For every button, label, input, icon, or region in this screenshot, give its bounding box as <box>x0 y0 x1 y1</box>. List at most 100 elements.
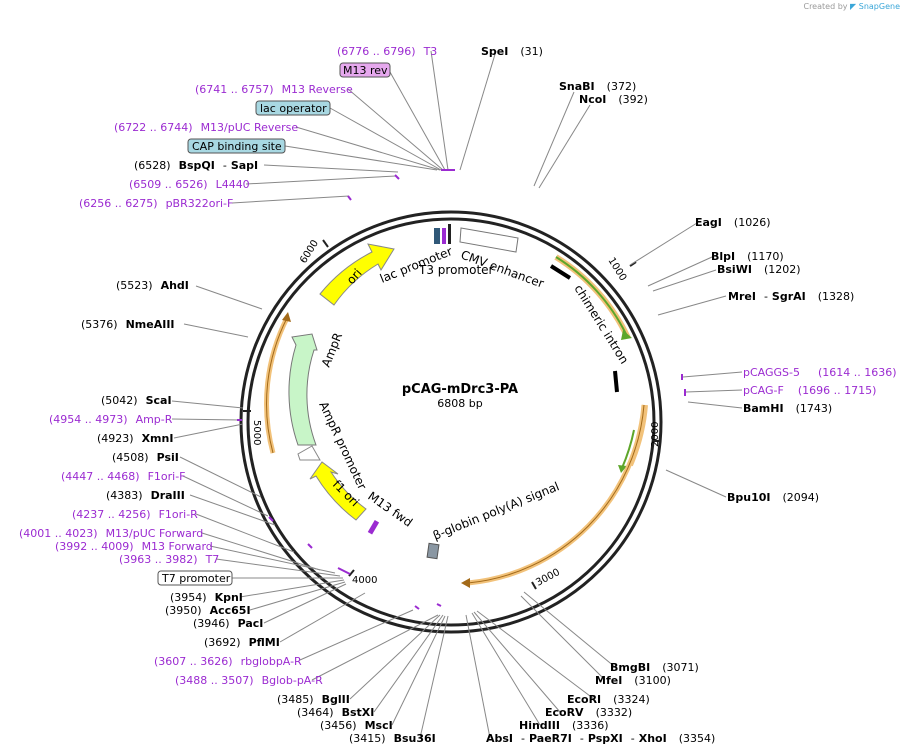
connector-line <box>201 532 321 571</box>
label-t3-primer: (6776 .. 6796)T3 <box>337 45 437 58</box>
label-scai: (5042)ScaI <box>101 394 172 407</box>
label-t3-promoter: T3 promoter <box>418 263 494 277</box>
primer-mark <box>394 174 400 180</box>
ecori-pos: (3324) <box>613 693 650 706</box>
ecorv-name: EcoRV <box>545 706 584 719</box>
amp-r-range: (4954 .. 4973) <box>49 413 128 426</box>
m13-reverse-name: M13 Reverse <box>282 83 353 96</box>
t7-promoter-label-box <box>157 570 233 586</box>
connector-line <box>665 469 727 498</box>
bsiwi-pos: (1202) <box>764 263 801 276</box>
connector-line <box>263 164 399 173</box>
primer-marks <box>237 169 686 610</box>
label-t7-primer: (3963 .. 3982)T7 <box>119 553 219 566</box>
psii-pos: (4508) <box>112 451 149 464</box>
label-m13-puc-forward: (4001 .. 4023)M13/pUC Forward <box>19 527 203 540</box>
acc65i-pos: (3950) <box>165 604 202 617</box>
spei-name: SpeI <box>481 45 508 58</box>
m13-rev-name: M13 rev <box>343 64 388 77</box>
mfei-name: MfeI <box>595 674 622 687</box>
connector-line <box>284 145 438 171</box>
mrei-pos: (1328) <box>818 290 855 303</box>
label-pflmi: (3692)PflMI <box>204 636 280 649</box>
watermark-text: Created by <box>803 2 848 11</box>
label-amp-r: (4954 .. 4973)Amp-R <box>49 413 173 426</box>
draiii-name: DraIII <box>151 489 185 502</box>
pspxi-name: PspXI <box>588 732 623 745</box>
label-globin-polya: β-globin poly(A) signal <box>431 479 561 543</box>
left-labels: (6776 .. 6796)T3 M13 rev (6741 .. 6757)M… <box>19 45 437 745</box>
m13-puc-forward-range: (4001 .. 4023) <box>19 527 98 540</box>
connector-line <box>189 494 276 526</box>
spei-pos: (31) <box>520 45 543 58</box>
connector-line <box>209 545 336 574</box>
hindiii-pos: (3336) <box>572 719 609 732</box>
label-bpu10i: Bpu10I(2094) <box>727 491 819 504</box>
connector-line <box>373 614 444 713</box>
pbr322-name: pBR322ori-F <box>166 197 234 210</box>
tick-label-4000: 4000 <box>352 575 377 586</box>
connector-line <box>533 91 575 187</box>
primer-mark <box>268 516 274 522</box>
label-ecori: EcoRI(3324) <box>567 693 650 706</box>
connector-line <box>239 579 345 598</box>
nmeaiii-name: NmeAIII <box>126 318 175 331</box>
connector-line <box>245 175 397 185</box>
bsiwi-name: BsiWI <box>717 263 752 276</box>
label-ahdi: (5523)AhdI <box>116 279 189 292</box>
intron-marker <box>613 370 619 393</box>
mrei-name: MreI <box>728 290 756 303</box>
chimeric-intron-arrowhead <box>621 330 632 340</box>
bpu10i-pos: (2094) <box>783 491 820 504</box>
tick-label-1000: 1000 <box>605 256 628 283</box>
bsu36i-pos: (3415) <box>349 732 386 745</box>
eagi-name: EagI <box>695 216 722 229</box>
left-orange-line <box>266 317 288 454</box>
f1ori-f-name: F1ori-F <box>148 470 186 483</box>
nmeaiii-pos: (5376) <box>81 318 118 331</box>
label-bsiwi: BsiWI (1202) <box>717 263 801 276</box>
xmni-name: XmnI <box>142 432 174 445</box>
connector-line <box>430 50 449 171</box>
label-m13-reverse: (6741 .. 6757)M13 Reverse <box>195 83 353 96</box>
l4440-name: L4440 <box>216 178 250 191</box>
label-absi-xhoi: AbsI-PaeR7I-PspXI-XhoI(3354) <box>486 732 715 745</box>
polya-signal-box <box>426 542 440 560</box>
label-msci: (3456)MscI <box>320 719 393 732</box>
xmni-pos: (4923) <box>97 432 134 445</box>
xhoi-pos: (3354) <box>679 732 716 745</box>
connector-line <box>329 107 442 171</box>
label-xmni: (4923) XmnI <box>97 432 173 445</box>
t7-promoter-name: T7 promoter <box>161 572 231 585</box>
pflmi-pos: (3692) <box>204 636 241 649</box>
label-ecorv: EcoRV (3332) <box>545 706 632 719</box>
msci-name: MscI <box>365 719 393 732</box>
intron2-arrowhead <box>618 465 627 473</box>
connector-line <box>171 418 241 421</box>
ahdi-name: AhdI <box>161 279 189 292</box>
connector-line <box>171 400 244 409</box>
cap-site-box <box>448 224 451 244</box>
f1ori-f-range: (4447 .. 4468) <box>61 470 140 483</box>
connector-line <box>299 609 414 661</box>
f1-ori-feature <box>309 461 367 521</box>
ecorv-pos: (3332) <box>596 706 633 719</box>
m13-rev-box <box>442 228 446 244</box>
connector-line <box>687 401 743 409</box>
ori-feature <box>319 243 395 306</box>
left-orange-arc <box>264 316 290 454</box>
connector-line <box>249 581 346 611</box>
connector-line <box>471 612 541 726</box>
eagi-pos: (1026) <box>734 216 771 229</box>
connector-line <box>682 371 743 378</box>
connector-line <box>263 583 347 624</box>
label-ampr: AmpR <box>319 331 345 369</box>
label-bmgbi: BmgBI(3071) <box>610 661 699 674</box>
tick-mark <box>629 261 637 267</box>
label-bstxi: (3464)BstXI <box>297 706 374 719</box>
connector-line <box>347 88 444 171</box>
connector-line <box>173 423 244 439</box>
label-f1ori-r: (4237 .. 4256)F1ori-R <box>72 508 198 521</box>
primer-mark <box>307 543 313 549</box>
